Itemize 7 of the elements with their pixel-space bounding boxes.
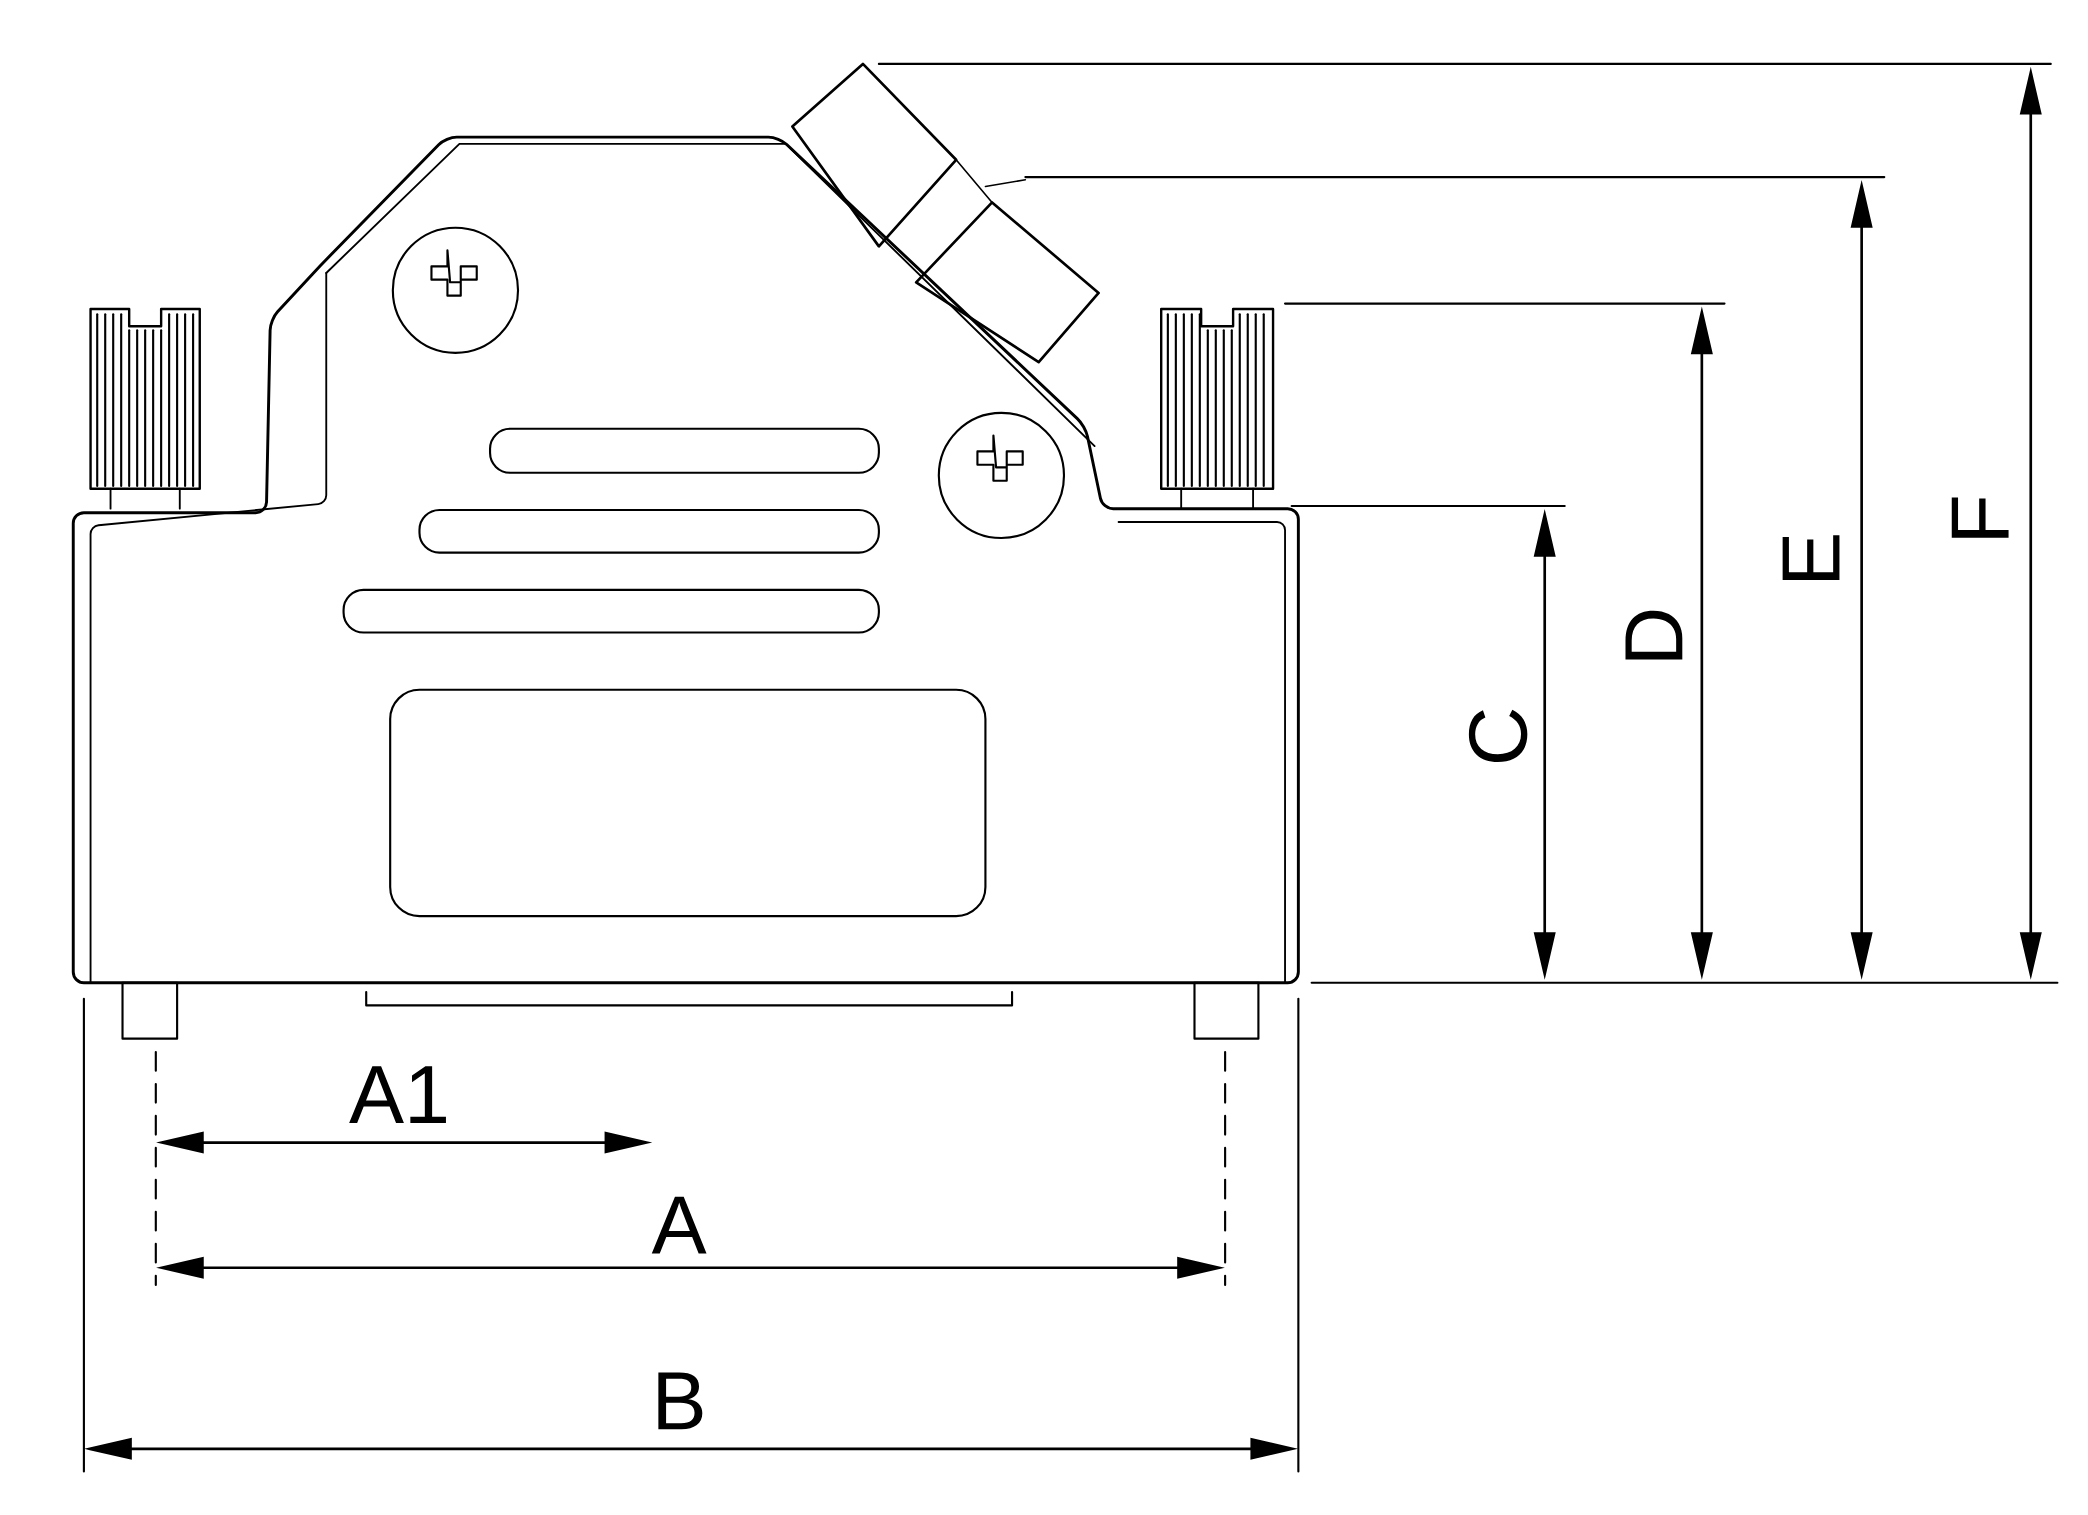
dimension-label: D [1625, 610, 1683, 660]
dimension-label: A [651, 1196, 707, 1254]
dimension-label: E [1782, 535, 1840, 580]
dimension-label: B [658, 1372, 703, 1430]
dimension-label: A1 [349, 1066, 446, 1123]
dimension-label: F [1951, 497, 2009, 538]
dimension-label: C [1468, 709, 1528, 762]
